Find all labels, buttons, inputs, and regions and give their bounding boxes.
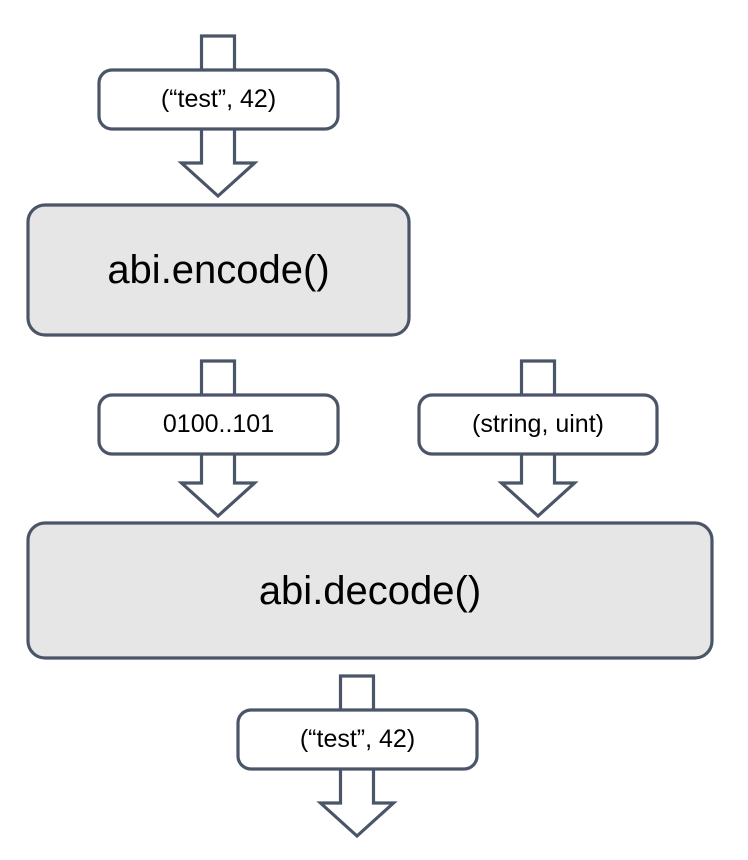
node-input-tuple[interactable] [97,68,340,131]
stub-into-encoded-bytes-shape [199,359,237,397]
arrow-input-to-encode-shape [177,126,259,199]
node-layer [26,68,714,771]
connector-layer [177,34,579,839]
node-encoded-bytes[interactable] [97,393,340,456]
node-type-signature[interactable] [417,393,659,456]
stub-into-input-tuple-shape [199,34,237,72]
node-output-tuple[interactable] [236,708,479,771]
stub-into-output-tuple-shape [338,674,376,712]
node-abi-decode[interactable] [26,521,714,660]
arrow-out-of-output-tuple-shape [316,766,398,839]
arrow-bytes-to-decode-shape [177,451,259,519]
node-abi-encode[interactable] [26,203,411,337]
stub-into-type-signature-shape [519,359,557,397]
arrow-signature-to-decode-shape [497,451,579,519]
